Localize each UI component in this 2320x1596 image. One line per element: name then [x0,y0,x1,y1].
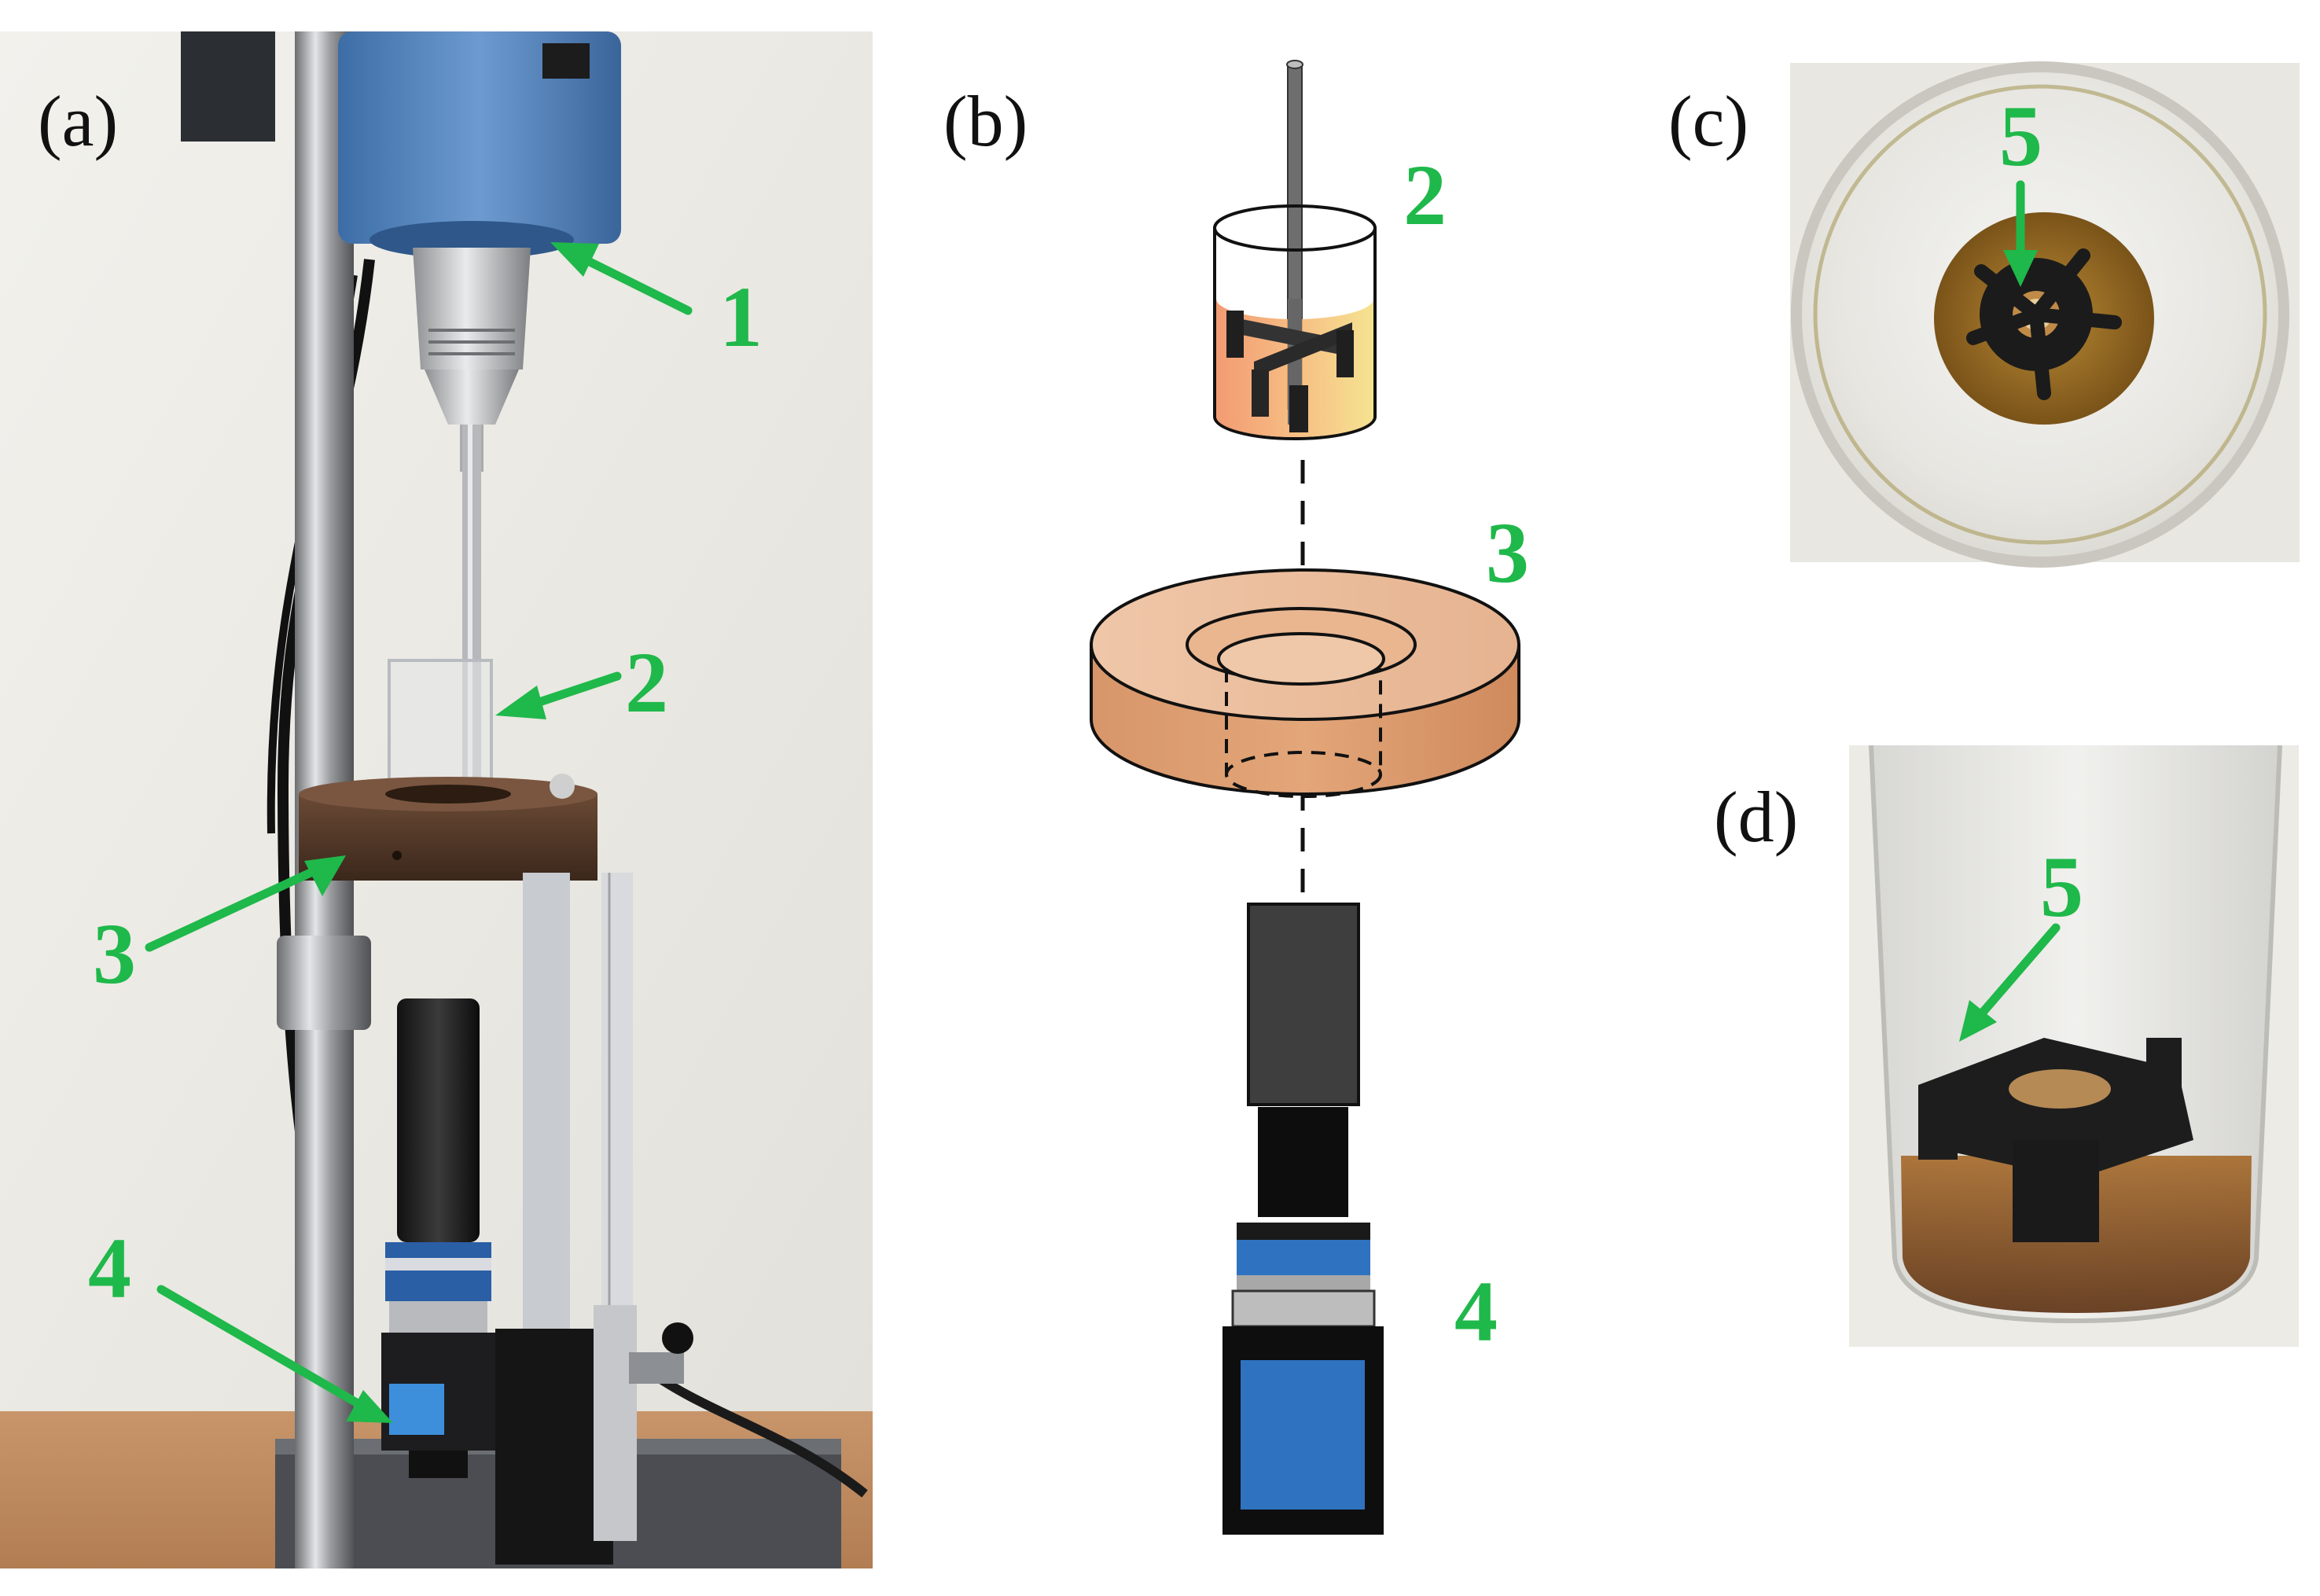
panel-label-a: (a) [38,81,118,161]
callout-d5: 5 [2040,839,2083,935]
panel-d-photo [1849,745,2299,1347]
schematic-camera [1223,903,1384,1535]
callout-a3: 3 [93,906,136,1002]
callout-a1: 1 [719,269,763,365]
schematic-impeller-icon [1226,299,1354,432]
callout-a4-arrow-icon [156,1285,393,1423]
panel-label-d: (d) [1714,777,1798,857]
callout-a2-arrow-icon [495,671,622,719]
pole-clamp [277,936,371,1030]
callout-b3: 3 [1486,505,1529,601]
camera-lens [397,998,480,1242]
stirrer-motor [338,31,621,244]
callout-a1-arrow-icon [550,242,693,315]
panel-c-photo [1790,61,2300,568]
callout-c5-arrow-icon [2003,180,2038,287]
schematic-disc [1090,568,1520,798]
impeller-top-icon [1966,248,2122,400]
impeller-side-icon [1918,1038,2193,1242]
camera-logo-icon [389,1384,444,1435]
schematic-lens [1247,903,1360,1106]
panel-a-photo [0,31,873,1568]
callout-b2: 2 [1403,147,1447,243]
schematic-beaker [1213,228,1377,440]
glass-beaker [388,659,493,796]
callout-c5: 5 [1999,88,2042,184]
callout-a4: 4 [88,1220,131,1316]
callout-a2: 2 [625,634,668,730]
panel-label-b: (b) [943,81,1028,161]
callout-d5-arrow-icon [1959,923,2061,1042]
callout-a3-arrow-icon [145,855,346,952]
panel-b-schematic [1090,60,1520,1535]
panel-label-c: (c) [1668,81,1748,161]
callout-b4: 4 [1454,1263,1498,1359]
motor-switch [542,43,590,79]
motor-knob [181,31,275,142]
schematic-camera-panel [1241,1360,1365,1510]
drill-chuck [413,248,531,370]
